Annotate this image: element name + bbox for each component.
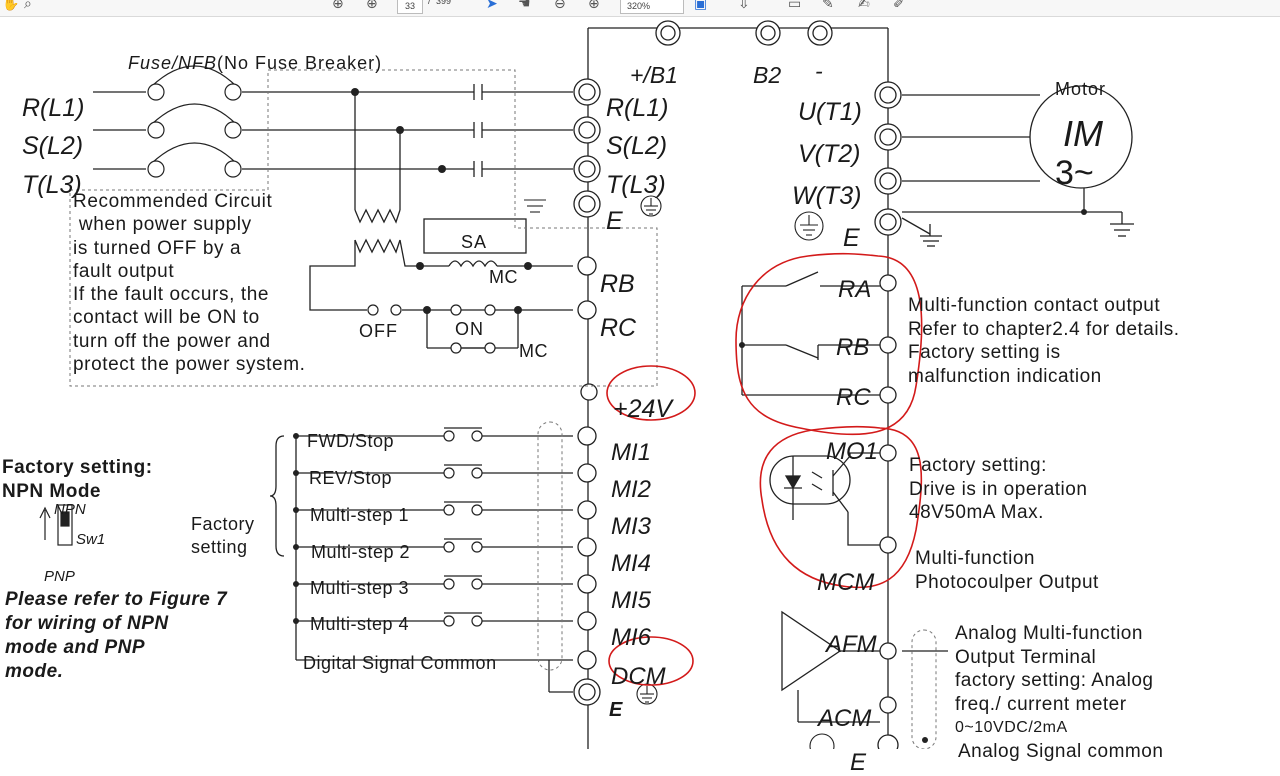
relay-description: Multi-function contact output Refer to c… [908,295,1180,387]
mi3-function: Multi-step 1 [310,505,410,525]
terminal-minus: - [815,58,823,84]
terminal-r: R(L1) [606,94,669,122]
terminal-t: T(L3) [606,171,666,199]
terminal-afm: AFM [826,631,877,658]
on-label: ON [455,319,484,339]
mcm-description: Multi-function Photocoulper Output [915,548,1099,593]
mi2-function: REV/Stop [309,468,393,488]
terminal-dcm: DCM [611,663,666,690]
page-number-input[interactable]: 33 [397,0,423,14]
npn-pnp-note: Please refer to Figure 7 for wiring of N… [5,589,228,682]
terminal-b2: B2 [753,62,782,88]
terminal-rc: RC [600,314,637,342]
mi1-function: FWD/Stop [307,431,395,451]
terminal-mi3: MI3 [611,513,652,540]
terminal-e-output: E [843,224,860,252]
afm-description: Analog Multi-function Output Terminal fa… [955,623,1154,736]
edit-icon[interactable]: ✐ [893,0,905,12]
npn-label: NPN [54,501,86,518]
motor-im-label: IM [1063,113,1103,154]
comment-icon[interactable]: ▭ [788,0,802,12]
input-r-label: R(L1) [22,94,85,122]
scroll-mode-icon[interactable]: ⇩ [738,0,750,12]
terminal-ra: RA [838,276,872,303]
mi6-function: Multi-step 4 [310,614,410,634]
terminal-rc-relay: RC [836,384,871,411]
input-s-label: S(L2) [22,132,84,160]
mi4-function: Multi-step 2 [311,542,411,562]
zoom-in-icon[interactable]: ⊕ [588,0,600,12]
zoom-search-icon[interactable]: ⌕ [24,0,32,12]
motor-phase-label: 3~ [1055,154,1094,192]
pen-icon[interactable]: ✎ [822,0,834,12]
terminal-rb-relay: RB [836,334,870,361]
terminal-rb: RB [600,270,635,298]
mo1-description: Factory setting: Drive is in operation 4… [909,455,1088,523]
terminal-s: S(L2) [606,132,668,160]
terminal-w: W(T3) [792,182,862,210]
previous-page-icon[interactable]: ⊕ [332,0,344,12]
terminal-acm: ACM [818,705,872,732]
terminal-b1: +/B1 [630,62,678,88]
mc-label-relay: MC [489,267,518,287]
page-total: 399 [436,0,452,6]
factory-setting-group-label: Factory setting [191,514,255,557]
mc-label-contact: MC [519,341,548,361]
digital-signal-common-label: Digital Signal Common [303,653,497,673]
sw1-label: Sw1 [76,531,106,548]
pnp-label: PNP [44,568,75,585]
terminal-plus24v: +24V [613,395,673,423]
input-t-label: T(L3) [22,171,82,199]
mi5-function: Multi-step 3 [310,578,410,598]
zoom-level-select[interactable]: 320% [620,0,684,14]
terminal-v: V(T2) [798,140,861,168]
terminal-mo1: MO1 [826,438,879,465]
terminal-e-cut: E [850,749,867,776]
select-cursor-icon[interactable]: ➤ [486,0,498,12]
terminal-mi5: MI5 [611,587,652,614]
hand-icon[interactable]: ✋ [2,0,20,12]
next-page-icon[interactable]: ⊕ [366,0,378,12]
sa-label: SA [461,232,488,252]
terminal-mi4: MI4 [611,550,652,577]
npn-mode-header: Factory setting: NPN Mode [2,457,153,502]
fuse-label: Fuse/NFB(No Fuse Breaker) [128,53,383,73]
fit-page-icon[interactable]: ▣ [694,0,708,12]
terminal-mi6: MI6 [611,624,652,651]
terminal-e-top: E [606,207,623,235]
terminal-e-bottom: E [609,699,623,721]
terminal-mcm: MCM [817,569,875,596]
terminal-u: U(T1) [798,98,862,126]
sign-icon[interactable]: ✍ [858,0,870,12]
zoom-out-icon[interactable]: ⊖ [554,0,566,12]
analog-signal-common-label: Analog Signal common [958,741,1164,762]
wiring-lines [39,20,1134,749]
pan-hand-icon[interactable]: ☚ [518,0,531,12]
motor-label: Motor [1055,79,1107,99]
recommended-circuit-note: Recommended Circuit when power supply is… [73,191,306,376]
terminal-mi2: MI2 [611,476,652,503]
terminal-mi1: MI1 [611,439,652,466]
page-separator: / [428,0,431,6]
off-label: OFF [359,321,398,341]
pdf-toolbar: ✋ ⌕ ⊕ ⊕ 33 / 399 ➤ ☚ ⊖ ⊕ 320% ▣ ⇩ ▭ ✎ ✍ … [0,0,1280,17]
